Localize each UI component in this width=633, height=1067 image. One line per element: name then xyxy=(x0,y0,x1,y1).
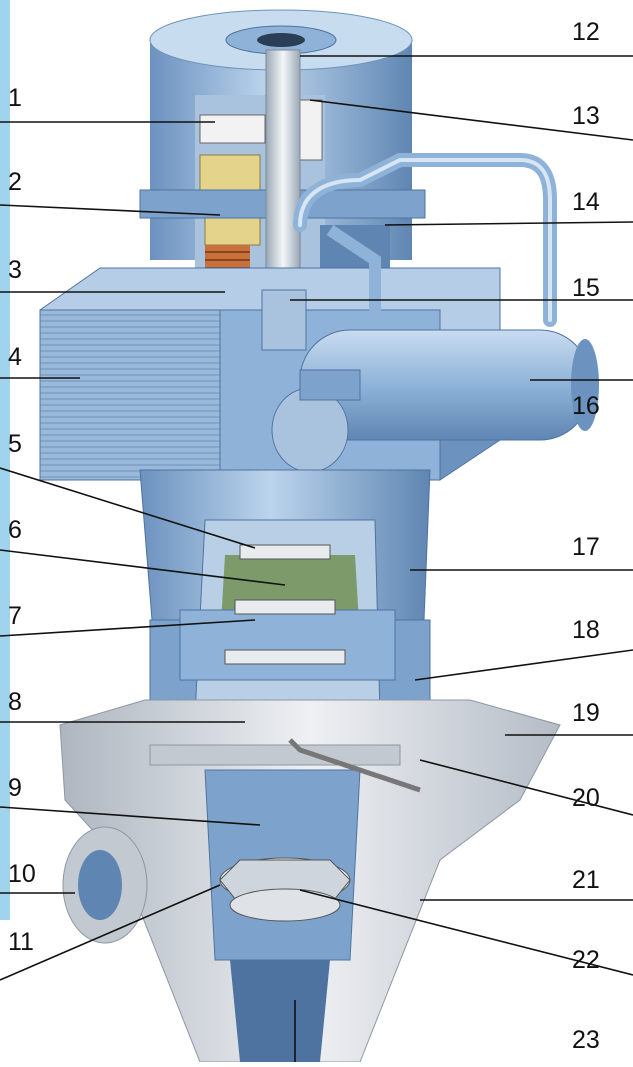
part-label-3: 3 xyxy=(8,256,22,284)
part-label-19: 19 xyxy=(572,699,600,727)
part-label-5: 5 xyxy=(8,430,22,458)
part-label-12: 12 xyxy=(572,18,600,46)
part-label-20: 20 xyxy=(572,784,600,812)
part-label-13: 13 xyxy=(572,102,600,130)
leader-line-20 xyxy=(419,759,633,816)
leader-line-5 xyxy=(0,467,256,549)
part-label-1: 1 xyxy=(8,84,22,112)
part-label-4: 4 xyxy=(8,343,22,371)
part-label-21: 21 xyxy=(572,866,600,894)
seal-section xyxy=(139,469,431,721)
part-label-9: 9 xyxy=(8,774,22,802)
leader-line-9 xyxy=(0,806,261,826)
leader-line-6 xyxy=(0,549,286,586)
part-label-17: 17 xyxy=(572,533,600,561)
part-label-6: 6 xyxy=(8,516,22,544)
part-label-23: 23 xyxy=(572,1026,600,1054)
part-label-8: 8 xyxy=(8,688,22,716)
part-label-2: 2 xyxy=(8,168,22,196)
part-label-16: 16 xyxy=(572,392,600,420)
leader-line-14 xyxy=(384,221,633,226)
leader-lines xyxy=(0,55,633,1062)
leader-line-22 xyxy=(299,889,633,976)
part-label-10: 10 xyxy=(8,860,36,888)
part-label-15: 15 xyxy=(572,274,600,302)
leader-line-13 xyxy=(309,99,633,141)
part-label-18: 18 xyxy=(572,616,600,644)
part-label-7: 7 xyxy=(8,602,22,630)
part-label-14: 14 xyxy=(572,188,600,216)
part-label-11: 11 xyxy=(8,928,34,956)
leader-line-18 xyxy=(414,649,633,681)
horizontal-tank xyxy=(271,329,599,473)
left-edge-stripe xyxy=(0,0,10,920)
lower-casing xyxy=(59,699,561,1063)
leader-line-2 xyxy=(0,204,221,216)
leader-line-7 xyxy=(0,619,256,637)
leader-line-11 xyxy=(0,884,221,981)
part-label-22: 22 xyxy=(572,946,600,974)
